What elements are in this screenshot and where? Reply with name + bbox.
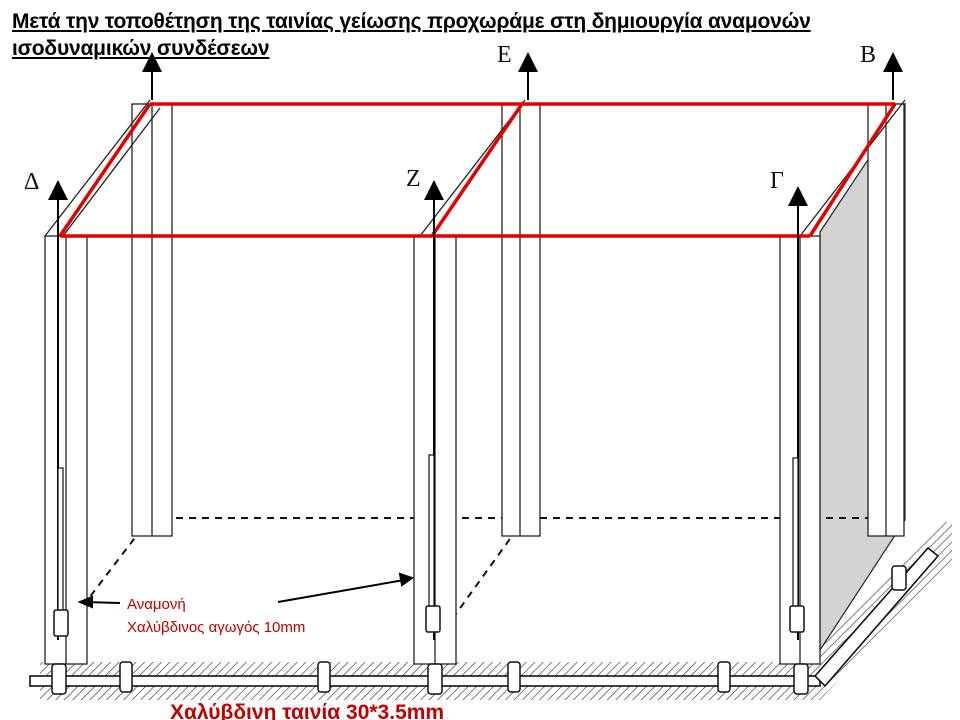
column-label-beta: Β bbox=[860, 42, 876, 68]
steel-strip bbox=[29, 546, 940, 688]
strip-connectors bbox=[51, 565, 907, 695]
column-gamma-front bbox=[779, 235, 821, 665]
annotation-line-1: Αναμονή bbox=[127, 596, 186, 613]
column-epsilon-back bbox=[501, 103, 541, 537]
column-label-gamma: Γ bbox=[770, 168, 784, 194]
page-title: Μετά την τοποθέτηση της ταινίας γείωσης … bbox=[12, 8, 952, 62]
column-back-left bbox=[131, 103, 173, 537]
rebar-arrows bbox=[48, 52, 903, 640]
column-label-epsilon: Ε bbox=[497, 42, 512, 68]
title-line-1: Μετά την τοποθέτηση της ταινίας γείωσης … bbox=[12, 10, 811, 33]
column-beta-back bbox=[867, 103, 905, 537]
annotation-arrows bbox=[77, 572, 415, 609]
annotation-line-2: Χαλύβδινος αγωγός 10mm bbox=[127, 619, 305, 636]
column-delta-front bbox=[44, 235, 88, 665]
hidden-lines bbox=[59, 112, 880, 637]
column-label-zeta: Ζ bbox=[406, 166, 421, 192]
column-label-delta: Δ bbox=[24, 169, 39, 195]
strip-label: Χαλύβδινη ταινία 30*3.5mm bbox=[170, 701, 444, 720]
title-line-2: ισοδυναμικών συνδέσεων bbox=[12, 37, 270, 60]
clamps bbox=[53, 605, 805, 637]
